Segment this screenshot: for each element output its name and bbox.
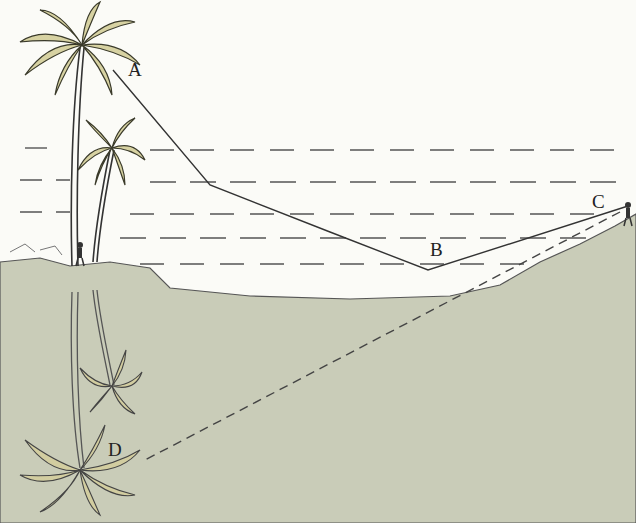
point-label: A: [128, 60, 142, 79]
sight-line: [113, 70, 628, 270]
point-label: C: [592, 192, 605, 211]
water-dashes: [20, 148, 630, 264]
distant-hills: [10, 244, 62, 255]
observer-figures: [76, 202, 632, 266]
palm-crown: [20, 2, 145, 185]
point-label: B: [430, 240, 443, 259]
reflected-sight-line: [145, 212, 620, 460]
reflected-crown: [20, 350, 142, 515]
palm-reflection: [71, 290, 114, 468]
ground: [0, 214, 636, 523]
point-label: D: [108, 440, 122, 459]
